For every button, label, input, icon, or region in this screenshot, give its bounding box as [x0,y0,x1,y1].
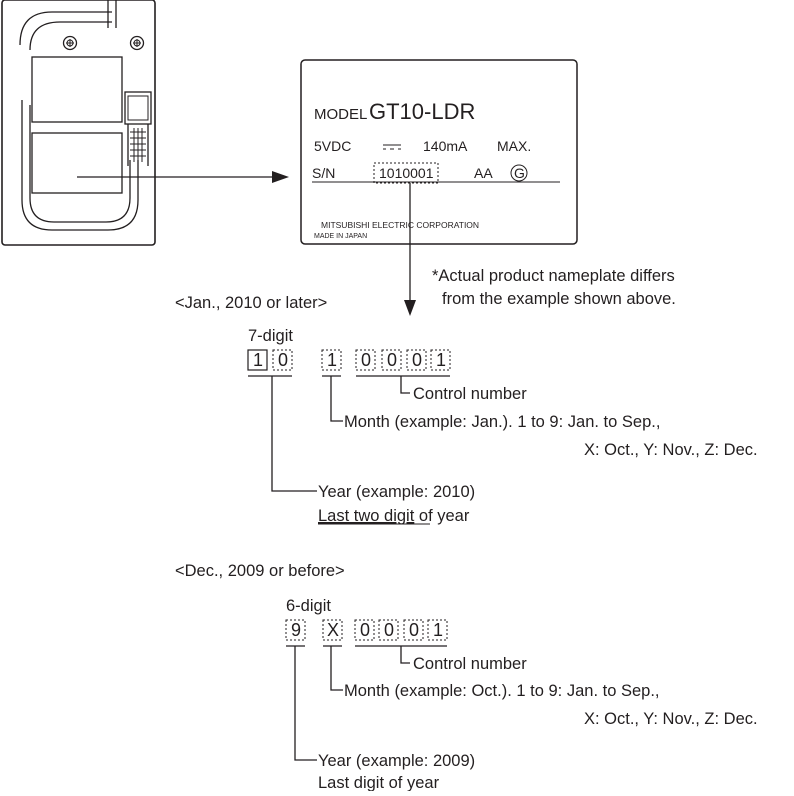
svg-text:0: 0 [387,350,397,370]
digit-box: 0 [381,349,402,371]
svg-text:0: 0 [278,350,288,370]
section-2009-or-before: <Dec., 2009 or before> 6-digit 9 X 0 0 0… [175,562,758,792]
control-number-label: Control number [413,655,527,673]
year-description-2: Last two digit of year [318,507,470,525]
nameplate-aa: AA [474,165,493,181]
month-description-2: X: Oct., Y: Nov., Z: Dec. [584,441,758,459]
section-2010-or-later: <Jan., 2010 or later> 7-digit 1 0 1 0 0 … [175,294,758,525]
section-heading: <Jan., 2010 or later> [175,294,327,312]
digit-box: 0 [355,349,376,371]
nameplate-model-value: GT10-LDR [369,99,475,124]
section-heading: <Dec., 2009 or before> [175,562,345,580]
nameplate-voltage: 5VDC [314,138,351,154]
svg-text:1: 1 [436,350,446,370]
digit-box: 9 [285,619,306,641]
digit-count-label: 7-digit [248,327,293,345]
note-line-2: from the example shown above. [442,290,676,308]
svg-text:1: 1 [327,350,337,370]
digit-box: 0 [354,619,375,641]
pointer-arrow [404,183,416,316]
digit-box: 0 [272,349,293,371]
dc-symbol-icon [383,144,401,150]
g-mark-icon: G [510,164,528,182]
nameplate-serial: 1010001 [379,165,434,181]
nameplate-maker: MITSUBISHI ELECTRIC CORPORATION [321,220,479,230]
digit-box: 0 [403,619,424,641]
digit-box: 1 [321,349,342,371]
connector-icon [124,91,152,166]
svg-text:0: 0 [412,350,422,370]
nameplate-max: MAX. [497,138,531,154]
year-description-1: Year (example: 2010) [318,483,475,501]
control-number-label: Control number [413,385,527,403]
pointer-arrow [77,171,289,183]
digit-box: 0 [406,349,427,371]
digit-box: 1 [247,349,268,371]
screw-icon [62,35,78,51]
month-description-1: Month (example: Jan.). 1 to 9: Jan. to S… [344,413,660,431]
month-description-1: Month (example: Oct.). 1 to 9: Jan. to S… [344,682,659,700]
digit-box: 1 [427,619,448,641]
svg-text:9: 9 [291,620,301,640]
digit-box: X [322,619,343,641]
nameplate-sn-label: S/N [312,165,335,181]
svg-text:0: 0 [409,620,419,640]
digit-box: 1 [430,349,451,371]
month-description-2: X: Oct., Y: Nov., Z: Dec. [584,710,758,728]
nameplate: MODEL GT10-LDR 5VDC 140mA MAX. S/N 10100… [300,59,578,245]
svg-text:0: 0 [360,620,370,640]
svg-text:1: 1 [433,620,443,640]
nameplate-made-in: MADE IN JAPAN [314,233,367,240]
nameplate-model-label: MODEL [314,106,367,123]
device-rear-view [1,0,156,246]
svg-text:0: 0 [384,620,394,640]
note-line-1: *Actual product nameplate differs [432,267,675,285]
screw-icon [129,35,145,51]
digit-count-label: 6-digit [286,597,331,615]
svg-text:X: X [327,620,339,640]
digit-box: 0 [378,619,399,641]
year-description-2: Last digit of year [318,774,440,791]
nameplate-current: 140mA [423,138,468,154]
year-description-1: Year (example: 2009) [318,752,475,770]
svg-text:1: 1 [253,350,263,370]
svg-text:0: 0 [361,350,371,370]
svg-text:G: G [514,165,525,181]
